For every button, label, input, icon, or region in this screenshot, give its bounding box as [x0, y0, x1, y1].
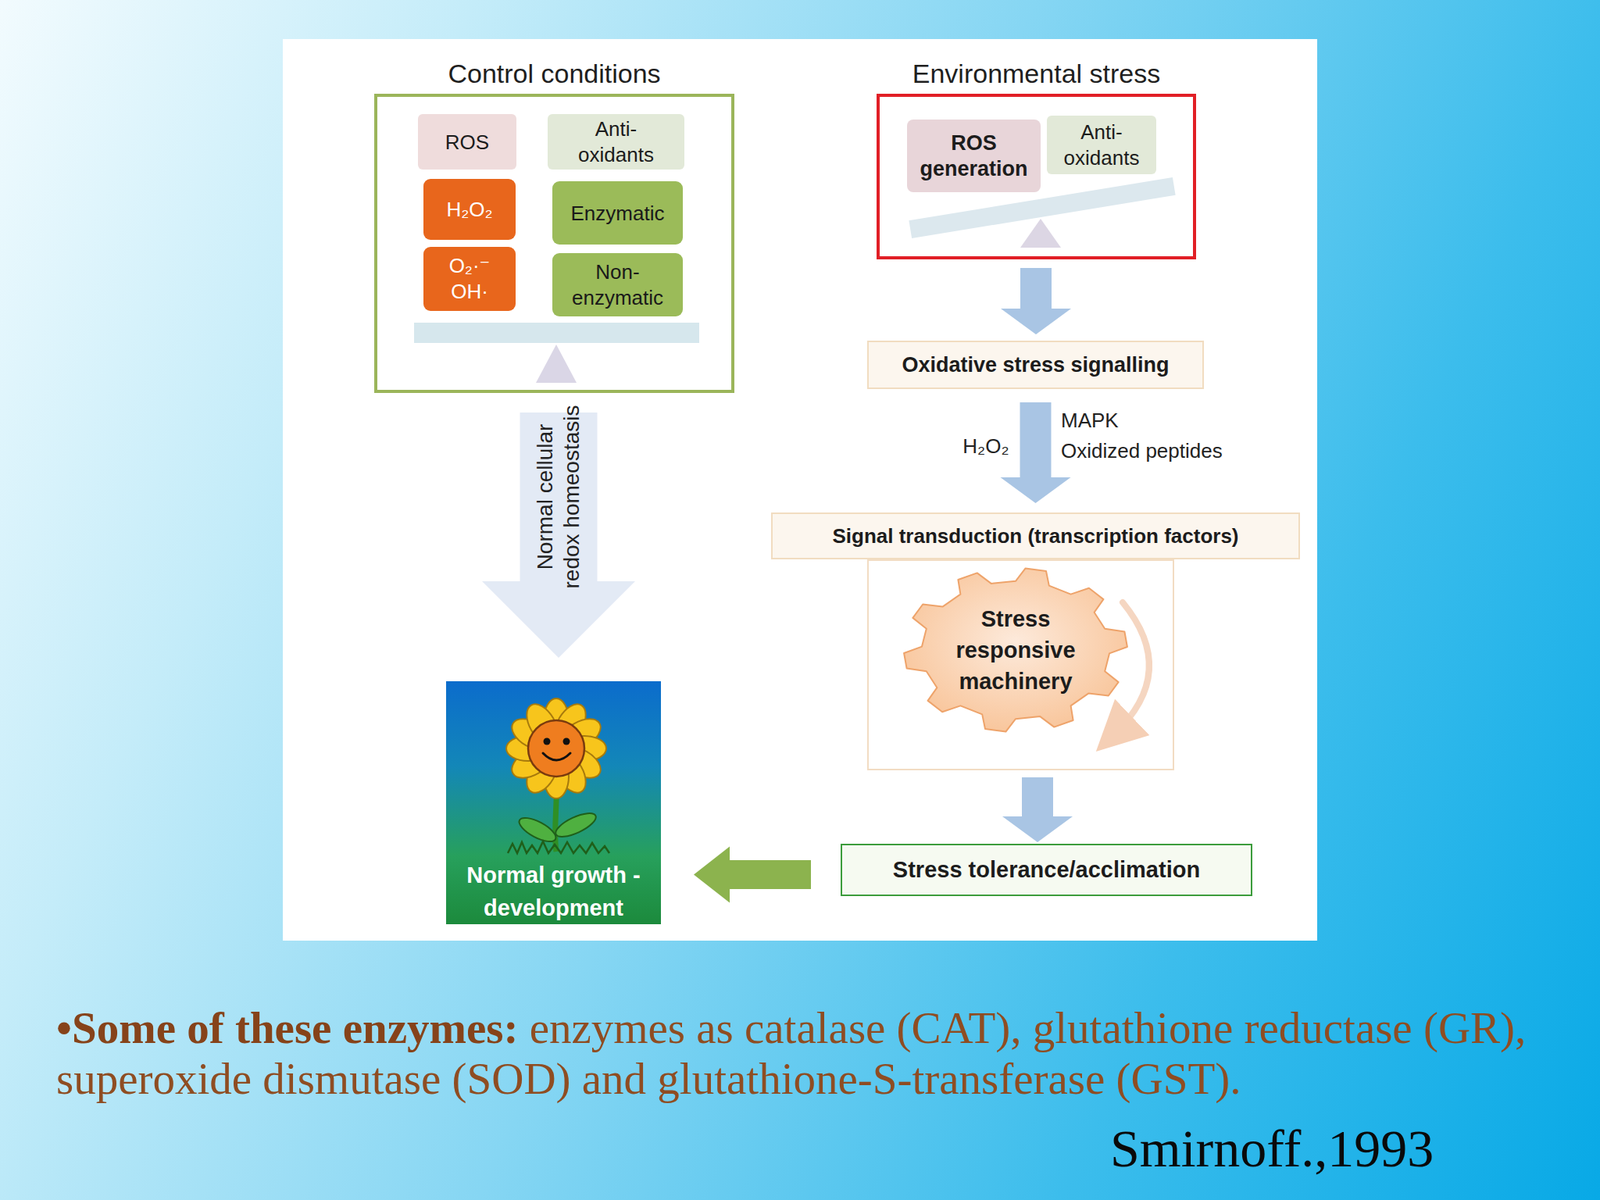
grass: [507, 841, 610, 854]
node-text: Stress tolerance/acclimation: [892, 856, 1200, 884]
block-arrow: [1000, 267, 1072, 335]
gear-shape: [903, 567, 1128, 732]
ros-generation-box: ROS generation: [907, 119, 1041, 193]
note-paragraph: •Some of these enzymes:enzymes as catala…: [56, 1002, 1549, 1104]
machinery-box: Stress responsive machinery: [867, 559, 1175, 771]
gear-graphic: [868, 560, 1173, 769]
ros-species-box: O₂·⁻ OH·: [423, 246, 516, 311]
block-arrow: [1002, 777, 1073, 843]
node-text: Oxidative stress signalling: [901, 352, 1169, 379]
cycle-arrow: [1114, 602, 1150, 735]
node-text: ROS: [445, 129, 490, 155]
node-text: Signal transduction (transcription facto…: [832, 523, 1239, 549]
node-text: ROS generation: [907, 130, 1041, 183]
node-text: H₂O₂: [446, 196, 493, 222]
flower-eye: [543, 738, 551, 746]
ros-box: ROS: [417, 114, 517, 170]
enzyme-box: Non-enzymatic: [552, 253, 683, 317]
edge-label: Normal cellular redox homeostasis: [532, 394, 586, 600]
note-lead: •Some of these enzymes:: [56, 1003, 518, 1053]
node-text: Anti-oxidants: [1053, 119, 1150, 172]
flower-eye: [563, 738, 571, 746]
antioxidant-box: Anti-oxidants: [1046, 115, 1157, 175]
citation: Smirnoff.,1993: [1110, 1121, 1434, 1175]
frame-heading: Environmental stress: [832, 57, 1240, 90]
flower-leaf: [552, 808, 599, 842]
signal-label: Oxidized peptides: [1060, 438, 1223, 464]
seesaw-fulcrum: [535, 344, 577, 383]
antioxidant-box: Anti-oxidants: [547, 114, 685, 170]
white-panel: [282, 39, 1318, 941]
process-box: Signal transduction (transcription facto…: [771, 512, 1300, 560]
node-text: Anti-oxidants: [561, 116, 671, 168]
seesaw-beam: [414, 322, 700, 343]
node-text: Stress responsive machinery: [941, 603, 1090, 697]
flower-face: [528, 720, 585, 777]
signal-label: MAPK: [1060, 407, 1119, 433]
node-text: Normal growth - development: [446, 858, 661, 925]
ros-species-box: H₂O₂: [423, 178, 516, 240]
node-text: O₂·⁻ OH·: [445, 253, 494, 305]
frame-heading: Control conditions: [330, 57, 779, 90]
seesaw-fulcrum: [1020, 218, 1061, 248]
outcome-box: Stress tolerance/acclimation: [840, 843, 1253, 897]
edge-label: H₂O₂: [962, 432, 1009, 460]
block-arrow: [482, 412, 636, 658]
process-box: Oxidative stress signalling: [867, 340, 1204, 390]
node-text: Enzymatic: [571, 200, 665, 226]
block-arrow: [1000, 402, 1072, 504]
enzyme-box: Enzymatic: [552, 181, 683, 245]
condition-frame: Control conditionsROSAnti-oxidantsH₂O₂O₂…: [374, 93, 735, 393]
node-text: Non-enzymatic: [564, 259, 672, 311]
block-arrow: [693, 846, 811, 904]
flower-smile: [542, 753, 571, 761]
